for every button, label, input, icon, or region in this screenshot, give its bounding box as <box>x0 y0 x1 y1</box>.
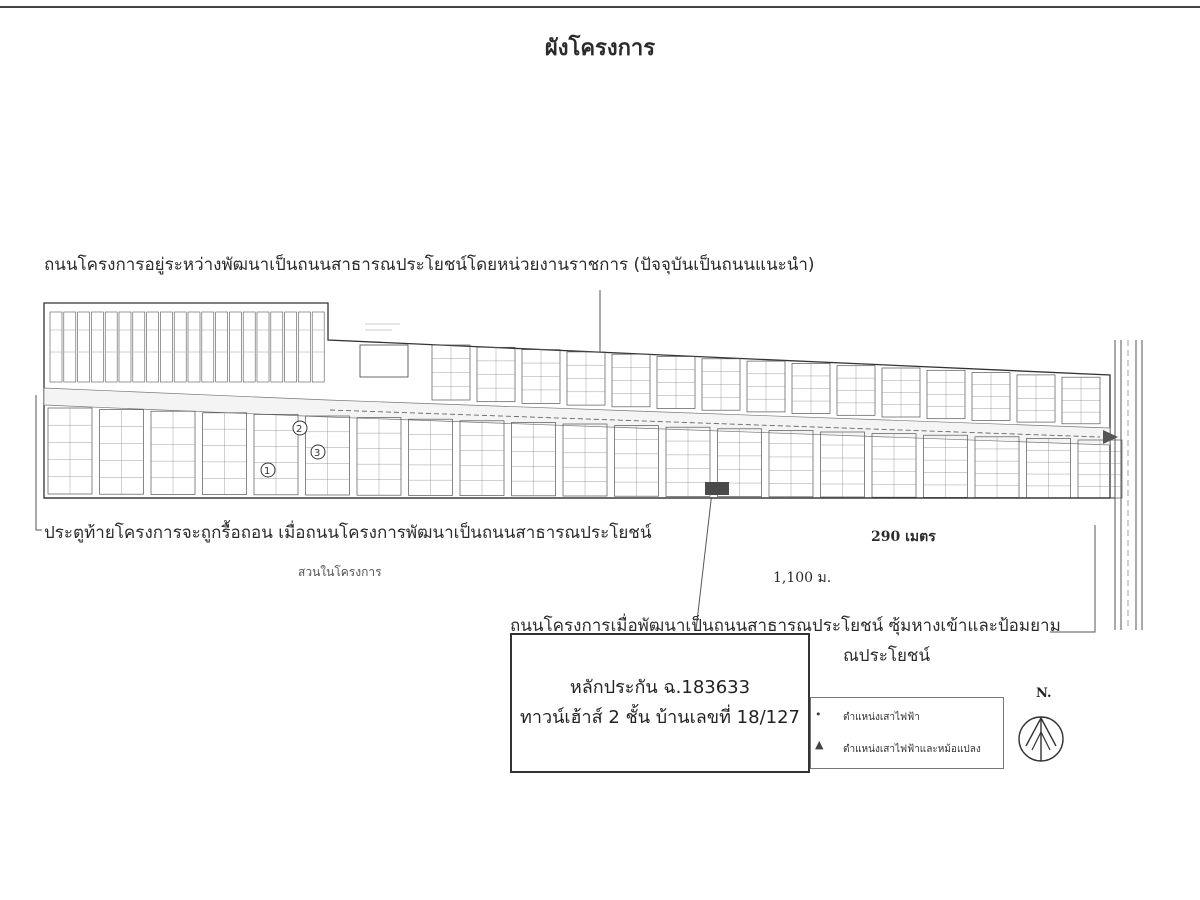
lot <box>187 311 201 383</box>
rear-gate-note: ประตูท้ายโครงการจะถูกรื้อถอน เมื่อถนนโคร… <box>44 523 652 543</box>
lot <box>77 311 90 383</box>
lot <box>215 311 228 383</box>
lot <box>49 311 63 383</box>
top-road-note: ถนนโครงการอยู่ระหว่างพัฒนาเป็นถนนสาธารณป… <box>44 255 815 275</box>
transformer-symbol-icon: ▲ <box>815 738 824 751</box>
road-arrow <box>1103 430 1118 444</box>
bottom-road-note: ถนนโครงการเมื่อพัฒนาเป็นถนนสาธารณประโยชน… <box>510 616 1061 636</box>
lot <box>229 311 242 383</box>
plot-marker-3-label: 3 <box>314 448 320 459</box>
top-border <box>0 6 1200 8</box>
leader-rear-gate <box>35 395 42 531</box>
plot-marker-1-label: 1 <box>264 466 270 477</box>
plot-marker-3 <box>310 444 326 460</box>
collateral-unit <box>705 482 729 495</box>
lot <box>311 311 325 383</box>
lot <box>104 311 118 383</box>
collateral-box: หลักประกัน ฉ.183633 ทาวน์เฮ้าส์ 2 ชั้น บ… <box>510 633 810 773</box>
distance-label: 1,100 ม. <box>773 570 832 586</box>
lot <box>146 311 159 383</box>
lot <box>63 311 77 383</box>
lot <box>242 311 256 383</box>
plot-marker-2 <box>292 420 308 436</box>
lot <box>173 311 187 383</box>
collateral-line-1: หลักประกัน ฉ.183633 <box>569 677 751 698</box>
bottom-road-note-2: ณประโยชน์ <box>843 646 931 666</box>
lot <box>201 311 215 383</box>
lower-lot-row <box>47 407 1123 499</box>
lot <box>284 311 297 383</box>
external-road <box>1114 340 1143 630</box>
leader-bottom-road <box>1050 525 1096 633</box>
pole-symbol-icon: • <box>815 708 822 721</box>
lot <box>270 311 284 383</box>
plot-marker-1 <box>260 462 276 478</box>
lot <box>160 311 173 383</box>
legend: • ตำแหน่งเสาไฟฟ้า ▲ ตำแหน่งเสาไฟฟ้าและหม… <box>810 697 1004 769</box>
page-title: ผังโครงการ <box>544 36 656 61</box>
lot <box>118 311 132 383</box>
upper-lot-row <box>431 344 1101 425</box>
plot-marker-2-label: 2 <box>296 424 302 435</box>
north-arrow-icon <box>1018 716 1064 762</box>
lot <box>256 311 270 383</box>
road-centerline <box>329 409 1101 438</box>
service-block <box>359 344 409 378</box>
park-label: สวนในโครงการ <box>298 565 382 579</box>
main-road <box>43 387 1111 446</box>
lot <box>132 311 146 383</box>
lot <box>298 311 311 383</box>
legend-item-pole: ตำแหน่งเสาไฟฟ้า <box>843 712 920 723</box>
leader-collateral <box>695 491 713 631</box>
lot <box>91 311 104 383</box>
legend-item-transformer: ตำแหน่งเสาไฟฟ้าและหม้อแปลง <box>843 744 981 755</box>
width-label: 290 เมตร <box>871 529 936 545</box>
collateral-line-2: ทาวน์เฮ้าส์ 2 ชั้น บ้านเลขที่ 18/127 <box>520 707 800 728</box>
left-cluster <box>49 311 325 383</box>
north-arrow: N. <box>1016 686 1066 770</box>
north-label: N. <box>1036 686 1052 701</box>
